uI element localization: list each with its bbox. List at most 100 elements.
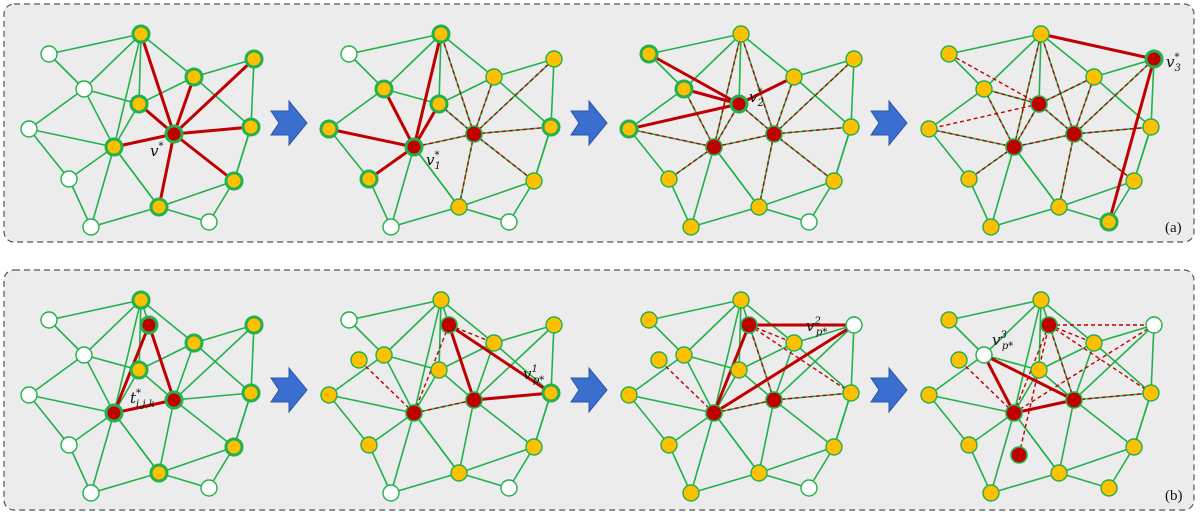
mesh-edge (628, 394, 715, 414)
mesh-edge (683, 354, 740, 371)
removed-edge (713, 399, 775, 414)
mesh-edge (668, 444, 692, 494)
removed-edge (968, 146, 1015, 180)
selected-edge (983, 353, 1075, 402)
vertex-yellow (940, 311, 958, 329)
vertex-yellow (785, 334, 803, 352)
mesh-edge (193, 58, 255, 78)
vertex-label: v* (150, 141, 163, 160)
removed-edge (658, 359, 715, 414)
mesh-edge (793, 324, 855, 344)
selected-edge (628, 102, 740, 131)
selected-edge (648, 52, 740, 106)
vertex-red (765, 125, 783, 143)
removed-edge (948, 53, 1040, 105)
vertex-yellow (960, 436, 978, 454)
vertex-yellow (241, 117, 261, 137)
removed-edge (413, 133, 475, 148)
mesh-edge (138, 342, 195, 371)
vertex-white (800, 213, 818, 231)
vertex-yellow (1142, 384, 1160, 402)
removed-edge (928, 128, 1015, 148)
removed-edge (628, 128, 715, 148)
removed-edge (1038, 76, 1095, 105)
vertex-yellow (224, 171, 244, 191)
vertex-yellow (360, 436, 378, 454)
vertex-label: v*1 (426, 150, 441, 172)
mesh-edge (458, 399, 475, 474)
removed-edge (983, 88, 1015, 148)
vertex-yellow (525, 172, 543, 190)
vertex-yellow (650, 351, 668, 369)
vertex-yellow (541, 383, 561, 403)
mesh-edge (158, 399, 175, 474)
removed-edge (1013, 324, 1050, 414)
mesh-edge (113, 412, 160, 474)
vertex-yellow (1050, 198, 1068, 216)
vertex-white (845, 316, 863, 334)
vertex-red (164, 390, 184, 410)
mesh-edge (138, 76, 195, 105)
removed-edge (958, 359, 1015, 414)
vertex-white (500, 479, 518, 497)
removed-edge (1018, 324, 1050, 456)
mesh-edge (328, 128, 370, 180)
vertex-yellow (825, 438, 843, 456)
step-1: t*i,j,k (20, 290, 264, 502)
vertex-yellow (620, 386, 638, 404)
vertex-yellow (660, 436, 678, 454)
mesh-edge (740, 33, 795, 78)
mesh-edge (928, 88, 985, 130)
mesh-edge (28, 394, 70, 446)
vertex-red (1065, 125, 1083, 143)
step-3: v*2 (619, 25, 863, 236)
removed-edge (773, 76, 795, 135)
next-step-arrow-icon (570, 366, 608, 414)
vertex-yellow (750, 198, 768, 216)
vertex-white (200, 479, 218, 497)
removed-edge (1048, 324, 1075, 401)
vertex-red (465, 125, 483, 143)
selected-edge (473, 391, 552, 402)
mesh-edge (390, 472, 460, 494)
selected-edge (713, 323, 855, 415)
mesh-edge (413, 299, 442, 414)
mesh-edge (473, 324, 555, 401)
removed-edge (773, 133, 835, 182)
mesh-edge (173, 392, 252, 401)
mesh-edge (1093, 342, 1152, 394)
mesh-edge (758, 206, 810, 223)
mesh-edge (28, 394, 115, 414)
mesh-edge (948, 299, 1042, 321)
panel-a: v*v*1v*2v*3 (3, 3, 1195, 243)
vertex-yellow (1030, 361, 1048, 379)
mesh-edge (440, 299, 495, 344)
vertex-red (729, 94, 749, 114)
vertex-red (1005, 138, 1023, 156)
vertex-yellow (682, 484, 700, 502)
selected-edge (157, 133, 176, 208)
vertex-yellow (432, 291, 450, 309)
vertex-yellow (1125, 172, 1143, 190)
vertex-yellow (129, 94, 149, 114)
vertex-yellow (129, 360, 149, 380)
vertex-white (60, 170, 78, 188)
mesh-edge (158, 180, 235, 208)
vertex-yellow (429, 94, 449, 114)
vertex-yellow (1085, 334, 1103, 352)
mesh-edge (383, 88, 440, 105)
mesh-edge (690, 146, 715, 228)
removed-edge (1073, 76, 1095, 135)
mesh-edge (173, 342, 195, 401)
vertex-yellow (131, 290, 151, 310)
vertex-red (705, 138, 723, 156)
mesh-edge (28, 88, 85, 130)
mesh-edge (348, 299, 442, 321)
removed-edge (983, 88, 1040, 105)
mesh-edge (458, 472, 510, 489)
mesh-edge (113, 146, 160, 208)
mesh-edge (713, 146, 760, 208)
removed-edge (773, 58, 855, 135)
